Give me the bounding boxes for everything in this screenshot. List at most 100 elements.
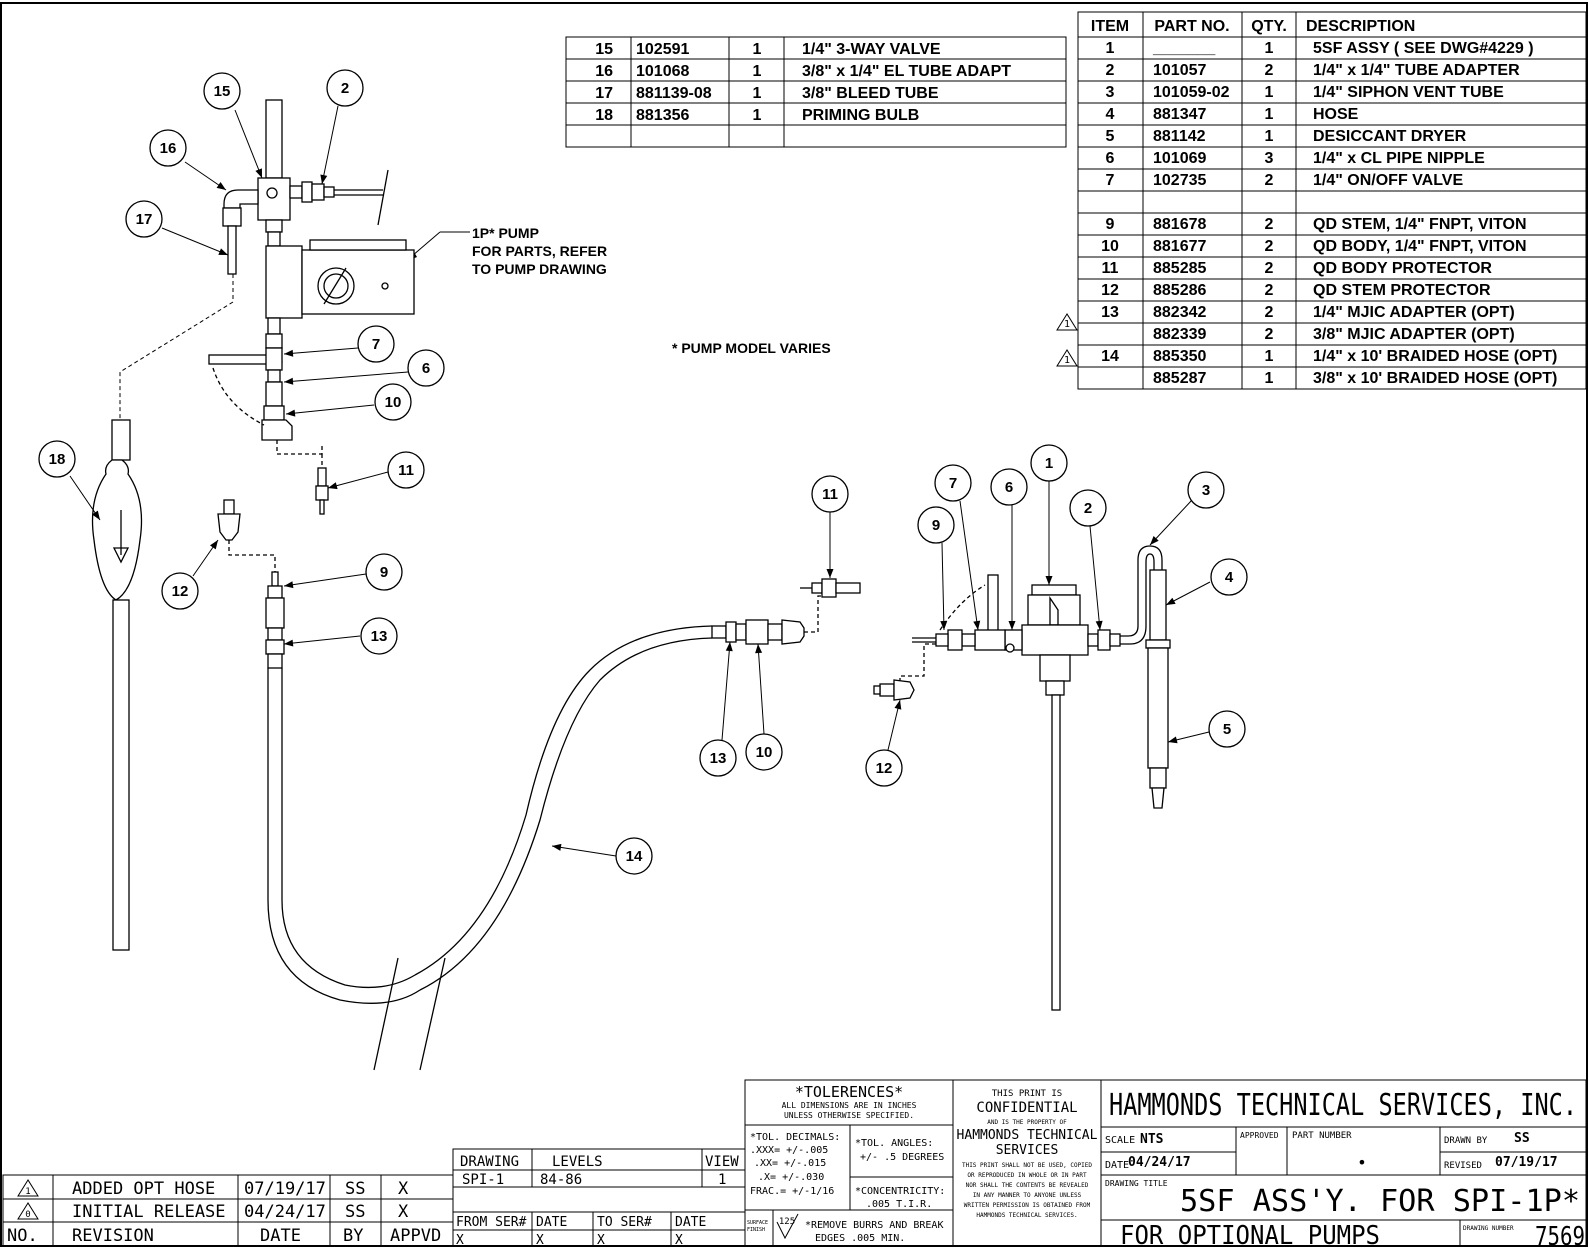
balloon-circle	[990, 468, 1028, 506]
cell-description: QD BODY, 1/4" FNPT, VITON	[1313, 238, 1527, 255]
confidential-line: HAMMONDS TECHNICAL SERVICES.	[976, 1212, 1077, 1219]
tol-decimals-header: *TOL. DECIMALS:	[750, 1132, 840, 1143]
cell-qty: 1	[1265, 84, 1274, 101]
balloon-number: 5	[1223, 721, 1231, 738]
tol-decimals-1: .XXX= +/-.005	[750, 1145, 828, 1156]
rev-appvd: X	[398, 1202, 409, 1222]
drawing-value: SPI-1	[462, 1172, 504, 1188]
rev-header-by: BY	[343, 1226, 363, 1246]
view-value: 1	[718, 1172, 726, 1188]
cell-description: 3/8" x 1/4" EL TUBE ADAPT	[802, 63, 1011, 80]
cell-part-no: 881347	[1153, 106, 1206, 123]
cell-description: 3/8" MJIC ADAPTER (OPT)	[1313, 326, 1515, 343]
balloon-number: 14	[626, 848, 643, 865]
revision-flag-number: 1	[1064, 319, 1070, 330]
rev-header-no: NO.	[7, 1226, 38, 1246]
cell-description: 3/8" BLEED TUBE	[802, 85, 939, 102]
arrowhead	[1045, 576, 1053, 585]
surface-finish-value: 125	[779, 1217, 795, 1227]
cell-item: 1	[1106, 40, 1115, 57]
balloon-leader	[757, 643, 765, 735]
cell-part-no: 885350	[1153, 348, 1206, 365]
drawing-levels-text: DRAWING LEVELS VIEW SPI-1 84-86 1 FROM S…	[456, 1154, 739, 1248]
parts-table-right	[1077, 11, 1587, 390]
revision-block	[2, 1174, 454, 1247]
cell-qty: 1	[753, 85, 762, 102]
balloon-number: 9	[932, 517, 940, 534]
cell-part-no: 881677	[1153, 238, 1206, 255]
cell-description: 1/4" x CL PIPE NIPPLE	[1313, 150, 1485, 167]
drawing-number-label: DRAWING NUMBER	[1463, 1225, 1514, 1232]
drawing-title-line-2: FOR OPTIONAL PUMPS	[1120, 1221, 1380, 1248]
balloon-circle	[407, 349, 445, 387]
header-part-no: PART NO.	[1154, 18, 1229, 35]
tolerances-sub-2: UNLESS OTHERWISE SPECIFIED.	[784, 1111, 914, 1120]
cell-item: 2	[1106, 62, 1115, 79]
cell-part-no: 881139-08	[636, 85, 712, 102]
revision-flags	[1056, 313, 1078, 367]
balloon-circle	[149, 129, 187, 167]
balloon-leader	[551, 845, 617, 857]
pump-note-line-1: 1P* PUMP	[472, 225, 539, 241]
confidential-line: NOR SHALL THE CONTENTS BE REVEALED	[966, 1182, 1089, 1189]
date-header: DATE	[675, 1215, 706, 1230]
balloon-leader	[721, 641, 731, 741]
arrowhead	[320, 174, 328, 184]
arrowhead	[1150, 536, 1159, 545]
balloon-circle	[1069, 489, 1107, 527]
parts-table-left-text: 15 102591 1 1/4" 3-WAY VALVE 16 101068 1…	[595, 41, 1011, 124]
view-header: VIEW	[705, 1154, 739, 1170]
cell-part-no: 101068	[636, 63, 689, 80]
rev-description: INITIAL RELEASE	[72, 1202, 226, 1222]
date-value: X	[536, 1233, 544, 1248]
cell-description: 1/4" x 1/4" TUBE ADAPTER	[1313, 62, 1520, 79]
balloon-circle	[38, 440, 76, 478]
cell-description: 1/4" x 10' BRAIDED HOSE (OPT)	[1313, 348, 1557, 365]
confidential-line: THIS PRINT IS	[992, 1089, 1062, 1099]
drawing-header: DRAWING	[460, 1154, 519, 1170]
confidential-company: HAMMONDS TECHNICAL	[957, 1128, 1098, 1143]
cell-description: QD BODY PROTECTOR	[1313, 260, 1492, 277]
balloon-circle	[360, 617, 398, 655]
balloon-number: 12	[876, 760, 893, 777]
balloon-leader	[285, 404, 375, 415]
date-value: 04/24/17	[1128, 1155, 1191, 1170]
arrowhead	[1008, 621, 1016, 630]
cell-item: 5	[1106, 128, 1115, 145]
cell-qty: 1	[753, 107, 762, 124]
cell-description: 5SF ASSY ( SEE DWG#4229 )	[1313, 40, 1534, 57]
tol-concentricity: .005 T.I.R.	[866, 1199, 932, 1210]
bleed-tube-dashed	[119, 274, 234, 420]
priming-bulb	[91, 419, 143, 951]
balloon-circle	[811, 475, 849, 513]
date-value: X	[675, 1233, 683, 1248]
cell-item: 16	[595, 63, 613, 80]
cell-qty: 1	[1265, 128, 1274, 145]
balloon-leader	[1149, 499, 1193, 546]
cell-description: PRIMING BULB	[802, 107, 919, 124]
cell-part-no: 101059-02	[1153, 84, 1230, 101]
cell-description: 3/8" x 10' BRAIDED HOSE (OPT)	[1313, 370, 1557, 387]
balloon-circle	[326, 69, 364, 107]
cell-qty: 2	[1265, 238, 1274, 255]
balloon-circle	[387, 451, 425, 489]
balloon-leader	[321, 105, 339, 185]
burr-note-1: *REMOVE BURRS AND BREAK	[805, 1220, 943, 1231]
balloon-circle	[934, 464, 972, 502]
part-number-label: PART NUMBER	[1292, 1131, 1352, 1141]
balloon-number: 15	[214, 83, 231, 100]
cell-part-no: 101069	[1153, 150, 1206, 167]
header-qty: QTY.	[1251, 18, 1287, 35]
cell-item: 13	[1101, 304, 1119, 321]
confidential-company: SERVICES	[996, 1143, 1059, 1158]
tol-angles: +/- .5 DEGREES	[860, 1152, 944, 1163]
confidential-title: CONFIDENTIAL	[976, 1100, 1077, 1116]
cell-description: 1/4" 3-WAY VALVE	[802, 41, 941, 58]
balloon-number: 12	[172, 583, 189, 600]
cell-part-no: 885285	[1153, 260, 1206, 277]
pump-note-line-3: TO PUMP DRAWING	[472, 261, 607, 277]
arrowhead	[552, 843, 562, 851]
rev-no: 1	[25, 1187, 30, 1197]
